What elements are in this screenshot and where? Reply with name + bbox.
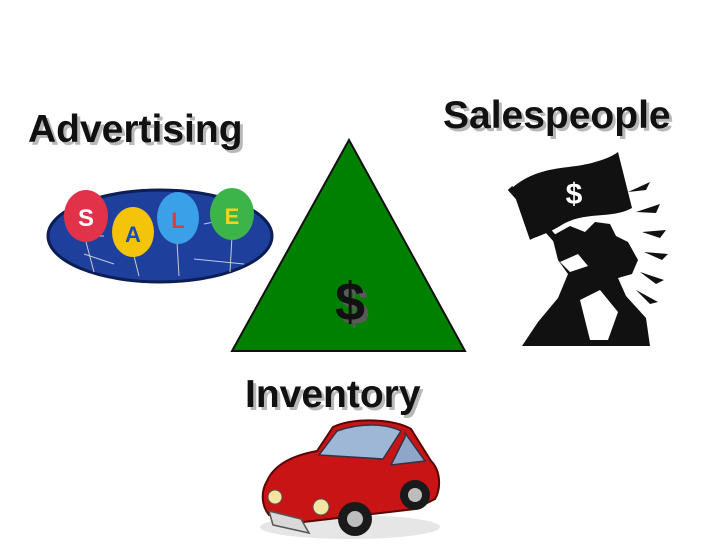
advertising-label: Advertising	[28, 108, 243, 151]
car-headlight-left	[267, 489, 283, 505]
balloon-l: L	[157, 192, 199, 244]
burst-rays	[628, 182, 668, 304]
car-headlight-right	[312, 498, 330, 516]
salespeople-label: Salespeople	[443, 94, 671, 137]
flag-dollar-sign: $	[566, 178, 583, 211]
svg-text:A: A	[125, 222, 141, 247]
car-body	[261, 419, 441, 525]
inventory-label: Inventory	[245, 373, 421, 416]
triangle-shape	[230, 137, 467, 352]
car-windshield	[317, 424, 403, 460]
svg-text:S: S	[78, 205, 94, 232]
sale-balloons-banner: S A L E	[46, 188, 274, 284]
balloon-e: E	[210, 188, 254, 240]
car-wheel-rear	[400, 480, 430, 510]
figure-body	[522, 222, 650, 346]
dollar-triangle: $ $	[230, 137, 467, 352]
triangle-dollar-shadow: $	[339, 276, 369, 336]
car-icon	[260, 419, 441, 539]
salesperson-flag-icon: $	[507, 152, 668, 346]
balloon-s: S	[64, 190, 108, 242]
balloon-a: A	[112, 207, 154, 257]
svg-text:L: L	[171, 208, 184, 233]
car-wheel-front	[338, 502, 372, 536]
svg-text:E: E	[225, 204, 240, 229]
triangle-dollar-sign: $	[335, 272, 365, 332]
flag-cloth	[512, 152, 632, 240]
